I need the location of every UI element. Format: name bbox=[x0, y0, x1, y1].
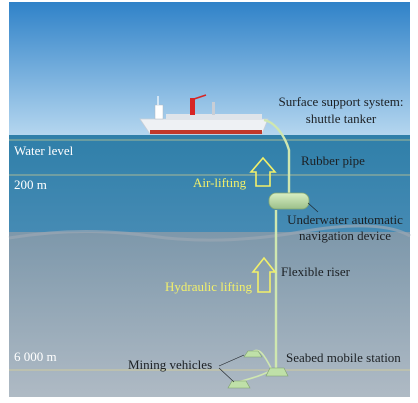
air-lifting-label: Air-lifting bbox=[193, 175, 247, 190]
nav-device-label-line1: Underwater automatic bbox=[287, 212, 403, 227]
seabed-zone bbox=[9, 232, 410, 397]
surface-system-label-line2: shuttle tanker bbox=[305, 111, 377, 126]
shuttle-tanker bbox=[139, 94, 269, 135]
rubber-pipe-label: Rubber pipe bbox=[301, 153, 365, 168]
mining-vehicle-1 bbox=[243, 350, 263, 358]
flexible-riser-label: Flexible riser bbox=[281, 264, 350, 279]
hydraulic-lifting-arrow bbox=[251, 256, 277, 293]
nav-device-label-line2: navigation device bbox=[298, 228, 392, 243]
mining-vehicles-leader-2 bbox=[218, 367, 235, 383]
mining-vehicles-leader-1 bbox=[218, 354, 245, 367]
ship-deck bbox=[166, 114, 262, 119]
navigation-device bbox=[268, 192, 310, 210]
air-lifting-arrow bbox=[249, 156, 277, 187]
surface-system-label-line1: Surface support system: bbox=[278, 94, 404, 109]
hydraulic-lifting-label: Hydraulic lifting bbox=[165, 279, 253, 294]
seabed-ridge bbox=[8, 224, 411, 242]
ship-bridge bbox=[154, 104, 164, 120]
ship-derrick bbox=[212, 102, 215, 115]
mining-vehicles-label: Mining vehicles bbox=[128, 357, 213, 372]
ship-crane-arm bbox=[193, 94, 207, 100]
ship-waterline bbox=[150, 130, 262, 134]
ship-crane bbox=[190, 98, 195, 115]
depth-6000m-label: 6 000 m bbox=[14, 349, 57, 364]
depth-200m-label: 200 m bbox=[14, 177, 47, 192]
rubber-pipe bbox=[263, 118, 291, 198]
mining-vehicle-2 bbox=[227, 380, 251, 389]
nav-device-leader bbox=[307, 202, 319, 213]
water-level-label: Water level bbox=[14, 143, 74, 158]
seabed-station-label: Seabed mobile station bbox=[286, 350, 401, 365]
sky bbox=[9, 2, 410, 135]
seabed-mobile-station bbox=[265, 367, 289, 377]
